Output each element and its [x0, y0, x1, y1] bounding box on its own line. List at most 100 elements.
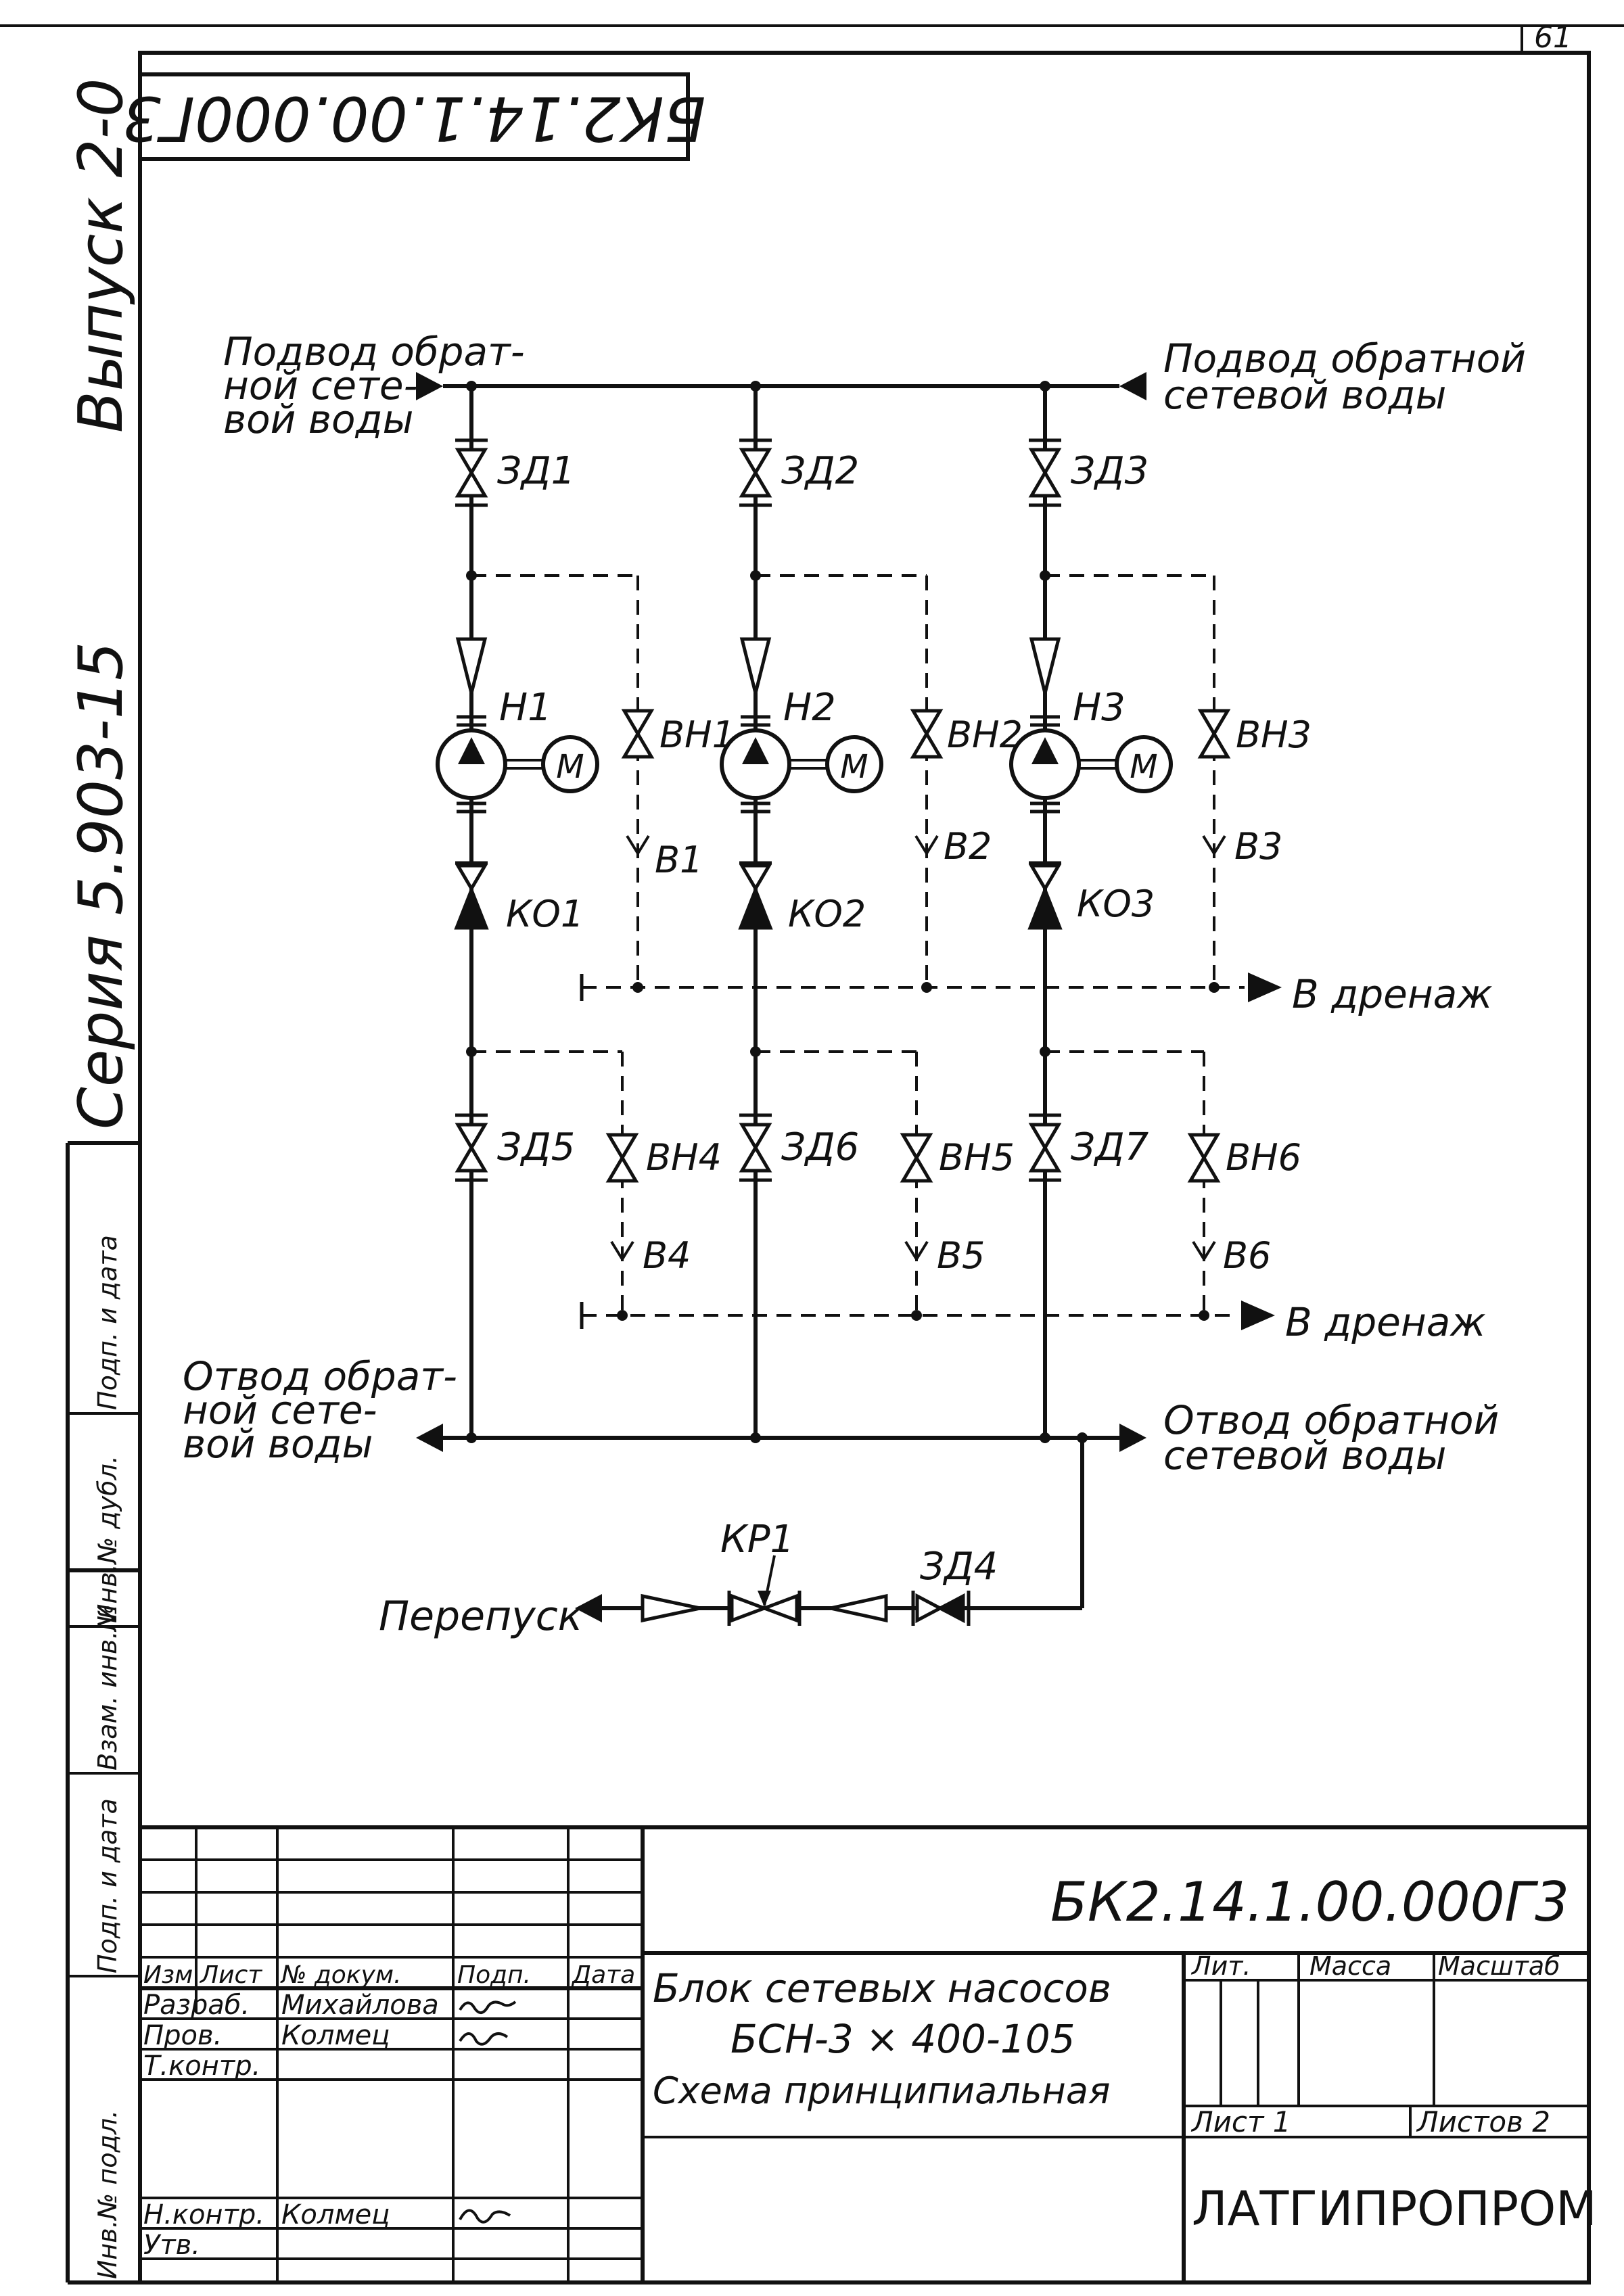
- motor-label: М: [840, 748, 868, 786]
- label-zd6: ЗД6: [781, 1125, 859, 1169]
- pump-h2: [720, 715, 883, 814]
- rotated-doc-code: БК2.14.1.00.000Г3: [122, 83, 706, 154]
- series-label: Серия 5.903-15: [66, 642, 137, 1129]
- side-stamp-label: Взам. инв.№: [93, 1604, 122, 1771]
- outlet-arrow-right: [1119, 1424, 1146, 1452]
- label-zd2: ЗД2: [781, 449, 859, 493]
- bypass-valve-zd4: [911, 1591, 971, 1626]
- junction-dot: [1199, 1310, 1209, 1321]
- name-cell: Михайлова: [281, 1990, 439, 2021]
- junction-dot: [750, 1046, 761, 1057]
- reducer: [742, 639, 769, 693]
- label-kr1: КР1: [720, 1518, 794, 1562]
- junction-dot: [1040, 570, 1050, 581]
- outlet-left-line: Отвод обрат-: [183, 1353, 457, 1399]
- label-ko2: КО2: [788, 893, 866, 935]
- lit-header: Лит.: [1190, 1951, 1251, 1981]
- side-stamp-label: Инв.№ подл.: [93, 2110, 122, 2279]
- check-valve-ko2: [739, 863, 772, 928]
- label-v5: В5: [937, 1234, 985, 1277]
- label-v3: В3: [1234, 825, 1282, 868]
- drain-label-2: В дренаж: [1285, 1299, 1486, 1345]
- label-vn5: ВН5: [939, 1136, 1015, 1179]
- title-block: Изм Лист № докум. Подп. Дата Разраб. Про…: [140, 1825, 1597, 2282]
- role-label: Утв.: [143, 2230, 200, 2261]
- gate-valve-zd3: [1029, 440, 1061, 505]
- label-zd5: ЗД5: [497, 1125, 575, 1169]
- motor-m3: [1115, 735, 1173, 793]
- junction-dot: [750, 1432, 761, 1443]
- bypass-label: Перепуск: [379, 1593, 582, 1640]
- label-v1: В1: [655, 839, 703, 881]
- junction-dot: [921, 982, 932, 993]
- label-h3: Н3: [1073, 686, 1126, 730]
- label-h2: Н2: [783, 686, 836, 730]
- drain-label-1: В дренаж: [1292, 971, 1493, 1017]
- title-line: Схема принципиальная: [653, 2069, 1110, 2112]
- motor-label: М: [1130, 748, 1157, 786]
- drain-arrow-2: [1241, 1301, 1275, 1330]
- label-vn6: ВН6: [1226, 1136, 1301, 1179]
- motor-m2: [825, 735, 883, 793]
- title-line: Блок сетевых насосов: [653, 1965, 1111, 2011]
- bypass-reducer: [830, 1593, 888, 1623]
- label-h1: Н1: [499, 686, 552, 730]
- check-valve-ko3: [1029, 863, 1061, 928]
- sheets-total: Листов 2: [1416, 2105, 1550, 2138]
- junction-dot: [466, 1432, 477, 1443]
- drain-valve-vn5: [903, 1135, 930, 1181]
- signature-mark: [459, 2000, 517, 2014]
- title-line: БСН-3 × 400-105: [730, 2016, 1075, 2062]
- diagram-labels: Подвод обрат- ной сете- вой воды Подвод …: [183, 329, 1526, 1640]
- check-valve-ko1: [455, 863, 488, 928]
- outlet-left-line: вой воды: [183, 1421, 373, 1467]
- role-label: Разраб.: [143, 1990, 250, 2021]
- control-valve-kr1: [727, 1555, 802, 1626]
- gate-valve-zd2: [739, 440, 772, 505]
- drain-arrow-1: [1248, 973, 1282, 1002]
- label-v4: В4: [643, 1234, 691, 1277]
- junction-dot: [750, 570, 761, 581]
- outlet-arrow-left: [416, 1424, 443, 1452]
- inlet-left-line: Подвод обрат-: [223, 329, 525, 375]
- outlet-right-line: сетевой воды: [1163, 1432, 1446, 1478]
- col-header: № докум.: [280, 1961, 401, 1989]
- junction-dot: [617, 1310, 628, 1321]
- junction-dot: [466, 570, 477, 581]
- side-stamp-label: Инв.№ дубл.: [93, 1455, 122, 1623]
- page-number: 61: [1534, 20, 1572, 55]
- motor-m1: [541, 735, 599, 793]
- signature-mark: [459, 2032, 509, 2046]
- label-ko1: КО1: [506, 893, 584, 935]
- reducer: [1031, 639, 1059, 693]
- vent-valve-vn1: [624, 711, 651, 757]
- inlet-left-line: ной сете-: [223, 362, 418, 408]
- junction-dot: [911, 1310, 922, 1321]
- label-zd7: ЗД7: [1071, 1125, 1149, 1169]
- pump-h1: [436, 715, 599, 814]
- junction-dot: [466, 1046, 477, 1057]
- junction-dot: [632, 982, 643, 993]
- drain-valve-vn6: [1190, 1135, 1217, 1181]
- vent-valve-vn2: [913, 711, 940, 757]
- inlet-right-line: сетевой воды: [1163, 372, 1446, 418]
- reducer: [458, 639, 485, 693]
- doc-code: БК2.14.1.00.000Г3: [1050, 1871, 1569, 1934]
- outlet-right-line: Отвод обратной: [1163, 1397, 1499, 1443]
- drawing-frame: [138, 51, 1591, 2285]
- role-label: Н.контр.: [143, 2199, 264, 2230]
- vent-valve-vn3: [1201, 711, 1228, 757]
- role-label: Т.контр.: [143, 2051, 260, 2082]
- inlet-arrow-left: [416, 372, 443, 400]
- col-header: Лист: [199, 1961, 262, 1989]
- label-zd3: ЗД3: [1071, 449, 1149, 493]
- side-stamp-label: Подп. и дата: [93, 1798, 122, 1973]
- inlet-left-line: вой воды: [223, 396, 413, 442]
- gate-valve-zd7: [1029, 1115, 1061, 1180]
- side-stamp-label: Подп. и дата: [93, 1235, 122, 1410]
- label-ko3: КО3: [1077, 883, 1155, 925]
- gate-valve-zd1: [455, 440, 488, 505]
- bypass-arrow: [575, 1594, 602, 1622]
- name-cell: Колмец: [281, 2199, 390, 2230]
